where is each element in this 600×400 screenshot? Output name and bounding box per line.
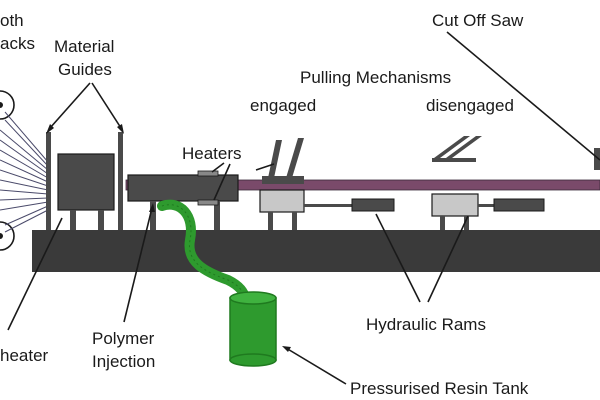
preheater-block [57, 153, 115, 230]
label-cloth-line2: acks [0, 34, 35, 53]
label-disengaged: disengaged [426, 96, 514, 115]
label-heaters: Heaters [182, 144, 242, 163]
label-polymer-injection-line1: Polymer [92, 329, 155, 348]
material-guide-right [118, 132, 123, 230]
pulling-mechanism-disengaged [431, 136, 482, 230]
hydraulic-ram-1 [304, 198, 395, 212]
heater-band-bottom [197, 199, 219, 206]
label-material-guides-line1: Material [54, 37, 114, 56]
hydraulic-ram-2 [478, 198, 545, 212]
label-pulling-mechanisms: Pulling Mechanisms [300, 68, 451, 87]
label-hydraulic-rams: Hydraulic Rams [366, 315, 486, 334]
material-guide-left [46, 132, 51, 230]
label-cloth-line1: oth [0, 11, 24, 30]
machine-bed [32, 230, 600, 272]
injection-die [127, 174, 239, 230]
resin-hose-outline [161, 204, 247, 301]
pressurised-resin-tank [229, 291, 277, 367]
label-pressurised-resin-tank: Pressurised Resin Tank [350, 379, 529, 398]
label-engaged: engaged [250, 96, 316, 115]
cut-off-saw [594, 148, 600, 170]
leader-lines [7, 31, 600, 385]
fibre-strands [0, 111, 49, 233]
pultruded-profile [125, 179, 600, 191]
label-polymer-injection-line2: Injection [92, 352, 155, 371]
label-preheater: heater [0, 346, 49, 365]
heater-band-top [197, 170, 219, 177]
label-cut-off-saw: Cut Off Saw [432, 11, 524, 30]
pulling-mechanism-engaged [259, 138, 305, 230]
label-material-guides-line2: Guides [58, 60, 112, 79]
